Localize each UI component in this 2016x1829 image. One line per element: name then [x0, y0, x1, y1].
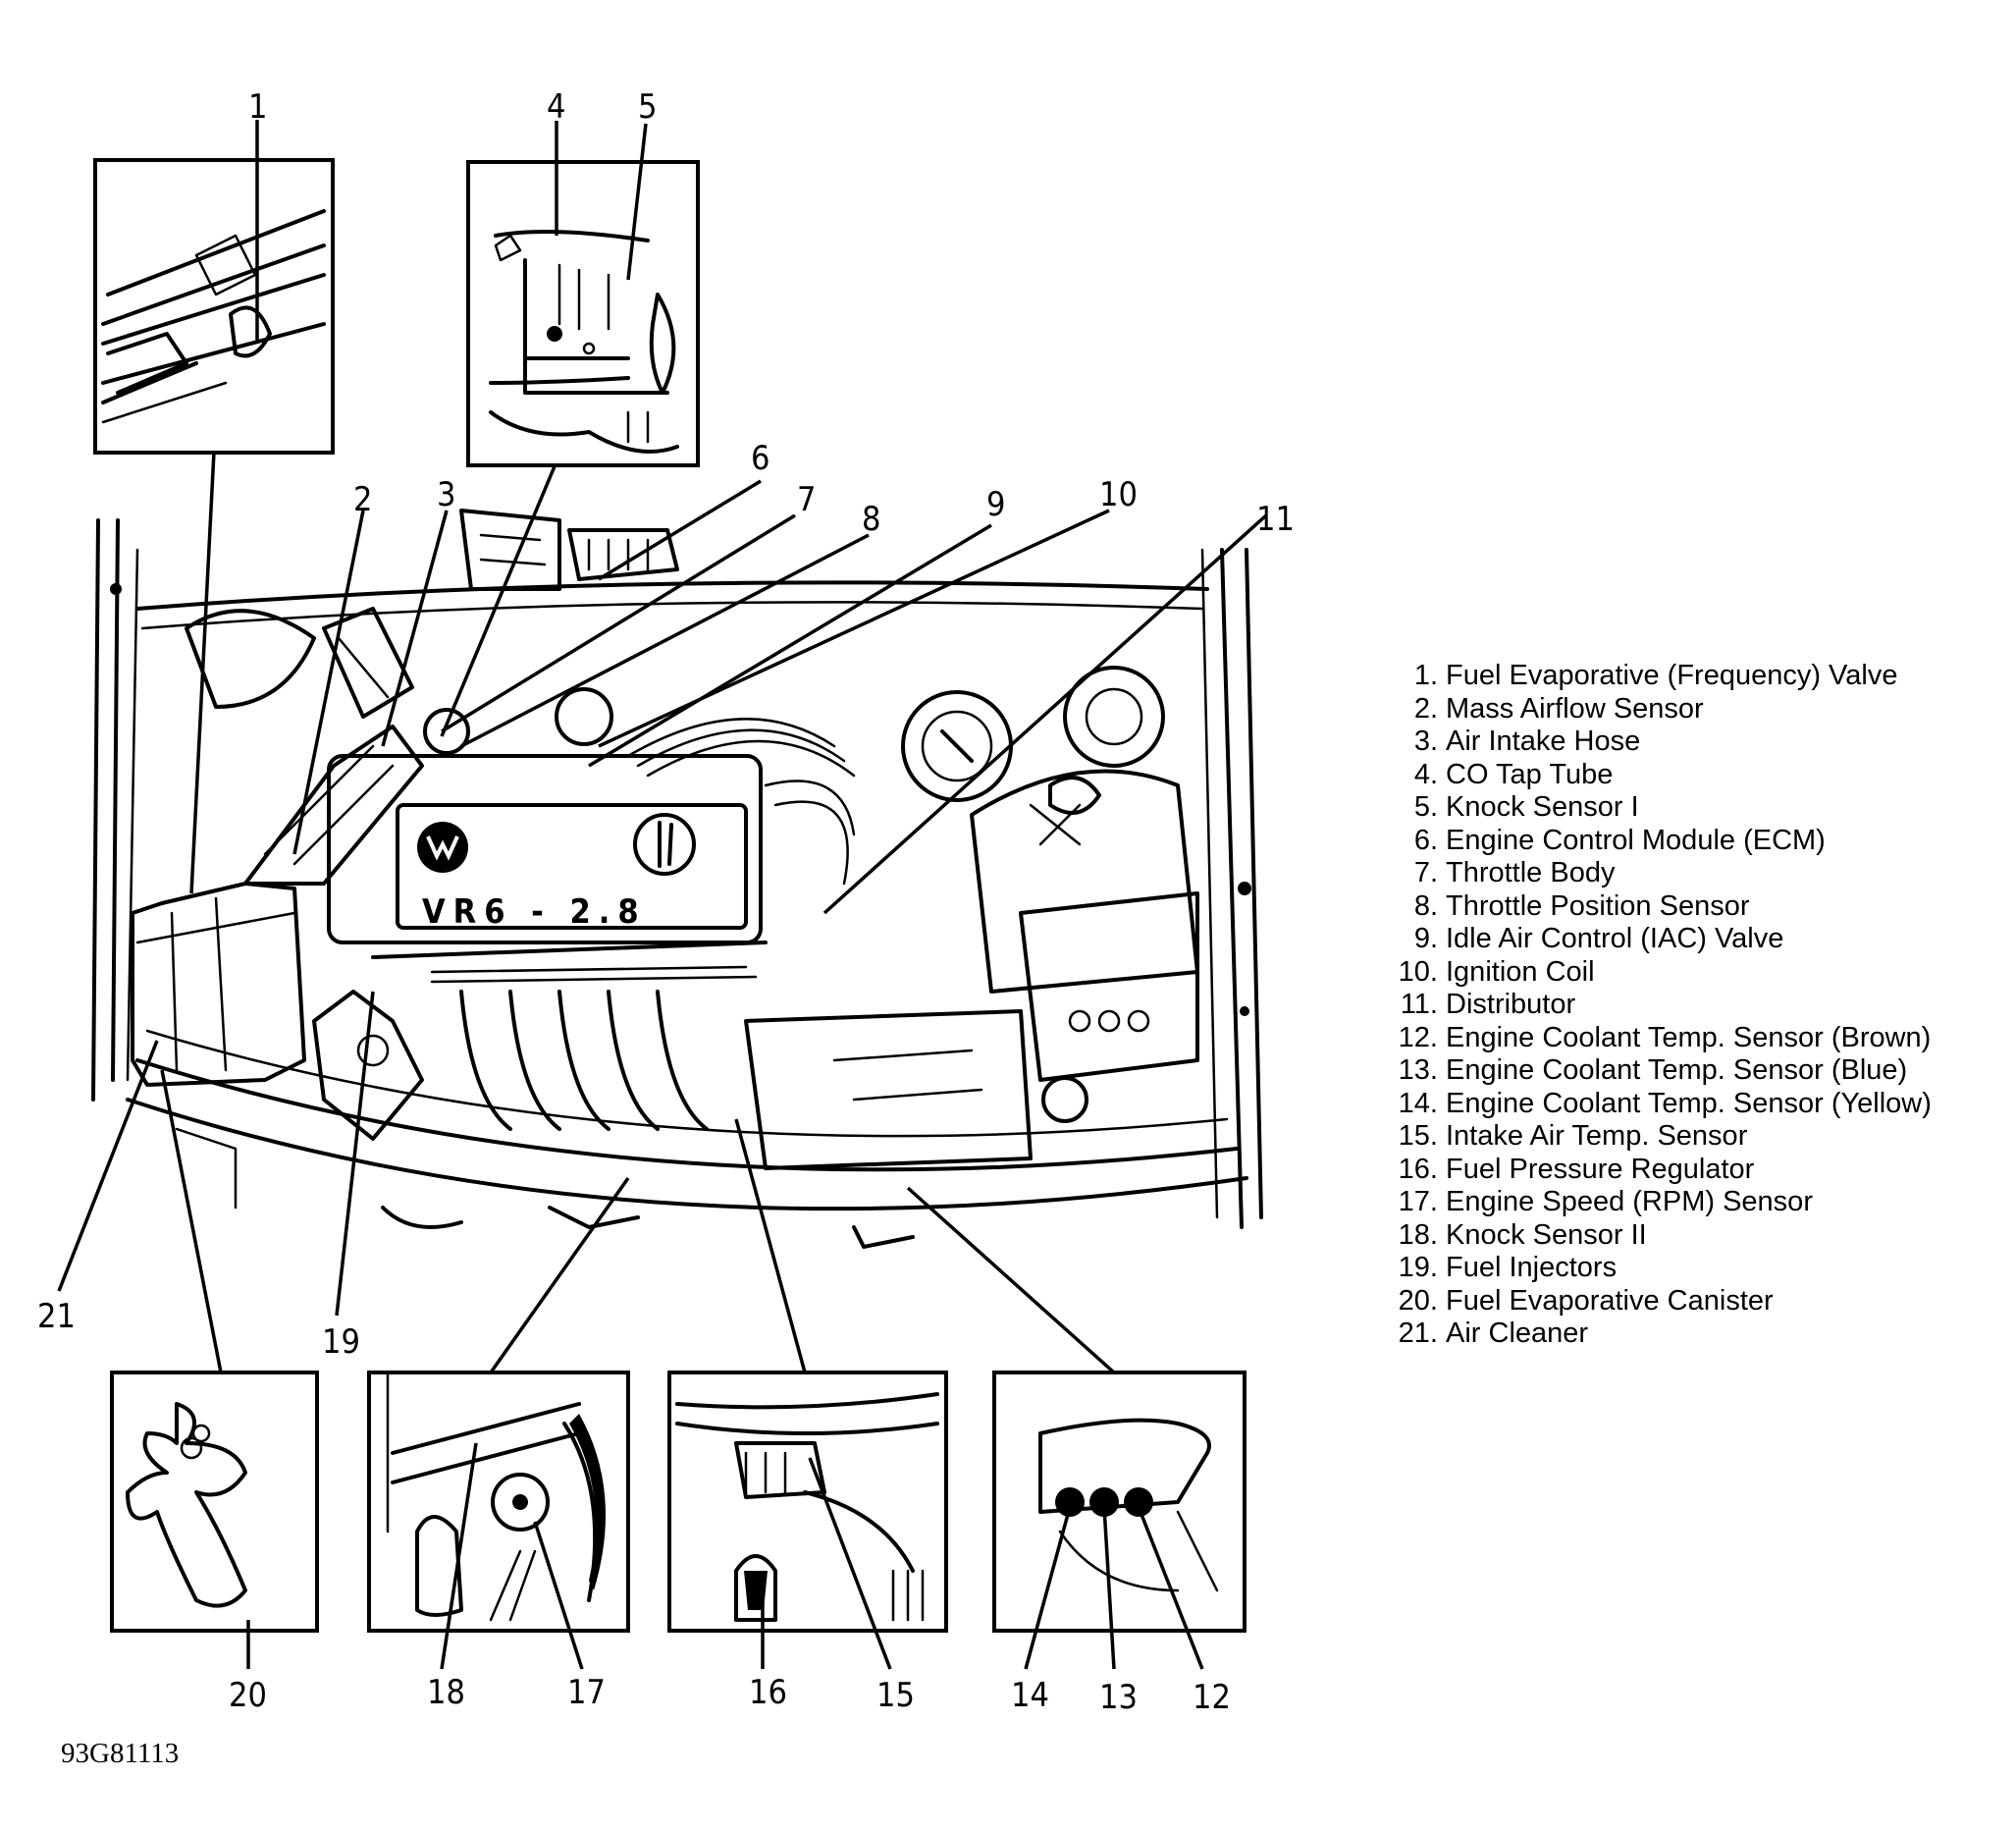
- legend-item-number: 13.: [1398, 1054, 1438, 1086]
- legend-item-label: Engine Coolant Temp. Sensor (Blue): [1446, 1054, 1908, 1086]
- legend-item-number: 9.: [1413, 923, 1438, 954]
- legend-item: 16.Fuel Pressure Regulator: [1389, 1154, 1932, 1187]
- legend-item-label: Engine Control Module (ECM): [1446, 824, 1826, 856]
- legend-item-label: Fuel Evaporative (Frequency) Valve: [1446, 660, 1898, 691]
- legend-item: 18.Knock Sensor II: [1389, 1219, 1932, 1253]
- callout-12: 12: [1193, 1678, 1231, 1717]
- legend-item: 15.Intake Air Temp. Sensor: [1389, 1120, 1932, 1154]
- callout-19: 19: [322, 1322, 360, 1362]
- legend-item-label: Engine Coolant Temp. Sensor (Brown): [1446, 1021, 1932, 1053]
- legend-item-number: 5.: [1413, 791, 1438, 823]
- callout-3: 3: [437, 475, 455, 514]
- legend-item: 6.Engine Control Module (ECM): [1389, 825, 1932, 858]
- legend-item-label: Idle Air Control (IAC) Valve: [1446, 923, 1784, 954]
- legend-item: 12.Engine Coolant Temp. Sensor (Brown): [1389, 1022, 1932, 1055]
- legend-item: 17. Engine Speed (RPM) Sensor: [1389, 1186, 1932, 1219]
- legend-item-number: 14.: [1398, 1087, 1438, 1119]
- legend-item-label: Throttle Position Sensor: [1446, 889, 1750, 922]
- callout-6: 6: [751, 439, 769, 478]
- legend-item-number: 20.: [1398, 1284, 1438, 1317]
- callout-9: 9: [986, 485, 1005, 524]
- legend-item: 8.Throttle Position Sensor: [1389, 890, 1932, 924]
- legend-item-label: CO Tap Tube: [1446, 758, 1614, 790]
- legend-item: 21. Air Cleaner: [1389, 1318, 1932, 1351]
- legend-item-number: 16.: [1398, 1153, 1438, 1185]
- engine-cover-text: VR6 - 2.8: [422, 892, 647, 932]
- legend-item: 3. Air Intake Hose: [1389, 726, 1932, 759]
- callout-5: 5: [638, 87, 657, 127]
- callout-1: 1: [248, 87, 267, 127]
- legend-item-label: Throttle Body: [1446, 857, 1616, 888]
- legend-item-label: Distributor: [1446, 989, 1576, 1020]
- legend-item-number: 3.: [1413, 726, 1438, 757]
- legend-item-label: Knock Sensor II: [1446, 1218, 1647, 1251]
- legend-item-label: Fuel Evaporative Canister: [1446, 1284, 1774, 1317]
- legend-item-label: Ignition Coil: [1446, 955, 1595, 988]
- legend-item-number: 8.: [1413, 889, 1438, 922]
- legend-item-label: Knock Sensor I: [1446, 791, 1639, 823]
- leader-lines: [57, 120, 1268, 1670]
- callout-13: 13: [1099, 1678, 1138, 1717]
- legend-item-label: Engine Speed (RPM) Sensor: [1446, 1186, 1813, 1217]
- callout-11: 11: [1256, 500, 1295, 539]
- callout-7: 7: [797, 480, 816, 519]
- legend-item: 7. Throttle Body: [1389, 857, 1932, 890]
- legend-item: 19. Fuel Injectors: [1389, 1252, 1932, 1285]
- legend-item-number: 6.: [1413, 824, 1438, 856]
- legend-item: 13.Engine Coolant Temp. Sensor (Blue): [1389, 1054, 1932, 1088]
- callout-16: 16: [749, 1673, 787, 1712]
- callout-20: 20: [229, 1676, 267, 1715]
- callout-2: 2: [353, 480, 372, 519]
- legend-item-number: 12.: [1398, 1021, 1438, 1053]
- legend-item-number: 11.: [1400, 989, 1438, 1020]
- legend-item: 1. Fuel Evaporative (Frequency) Valve: [1389, 660, 1932, 693]
- inset-fuel-evap-valve: [93, 158, 335, 455]
- callout-8: 8: [862, 500, 880, 539]
- legend-item: 4.CO Tap Tube: [1389, 759, 1932, 792]
- legend-item: 2.Mass Airflow Sensor: [1389, 693, 1932, 726]
- legend-item: 9. Idle Air Control (IAC) Valve: [1389, 923, 1932, 956]
- legend-item-number: 4.: [1413, 758, 1438, 790]
- callout-4: 4: [547, 87, 565, 127]
- callout-labels: 1 4 5 2 3 6 7 8 9 10 11 21 19 20 18 17 1…: [37, 87, 1295, 1717]
- legend-item-label: Air Cleaner: [1446, 1318, 1589, 1349]
- legend-item-label: Intake Air Temp. Sensor: [1446, 1120, 1748, 1152]
- legend-item: 5.Knock Sensor I: [1389, 791, 1932, 825]
- legend-item-number: 15.: [1398, 1120, 1438, 1152]
- legend-item: 10.Ignition Coil: [1389, 956, 1932, 990]
- legend-item-label: Fuel Pressure Regulator: [1446, 1153, 1755, 1185]
- inset-knock-rpm-sensors: [367, 1371, 630, 1633]
- callout-10: 10: [1099, 475, 1138, 514]
- callout-14: 14: [1011, 1676, 1049, 1715]
- legend-item-label: Mass Airflow Sensor: [1446, 692, 1704, 725]
- legend-item-label: Fuel Injectors: [1446, 1252, 1618, 1283]
- legend-item-number: 19.: [1398, 1252, 1438, 1283]
- legend-item-number: 17.: [1398, 1186, 1438, 1217]
- legend-item: 11. Distributor: [1389, 989, 1932, 1022]
- legend-item-number: 7.: [1413, 857, 1438, 888]
- oil-cap-icon: [633, 813, 696, 876]
- legend-item-number: 21.: [1398, 1318, 1438, 1349]
- engine-compartment-illustration: VR6 - 2.8: [91, 509, 1263, 1249]
- legend-item-label: Engine Coolant Temp. Sensor (Yellow): [1446, 1087, 1932, 1119]
- legend-item-number: 18.: [1398, 1218, 1438, 1251]
- inset-coolant-temp-sensors: [992, 1371, 1247, 1633]
- legend-item-number: 2.: [1413, 692, 1438, 725]
- legend-item: 14.Engine Coolant Temp. Sensor (Yellow): [1389, 1088, 1932, 1121]
- legend-item-number: 1.: [1413, 660, 1438, 691]
- legend-item: 20.Fuel Evaporative Canister: [1389, 1285, 1932, 1318]
- callout-17: 17: [567, 1673, 606, 1712]
- inset-fuel-evap-canister: [110, 1371, 319, 1633]
- callout-21: 21: [37, 1297, 76, 1336]
- legend-item-label: Air Intake Hose: [1446, 726, 1641, 757]
- inset-co-tap-knock-sensor: [466, 160, 700, 467]
- legend-item-number: 10.: [1398, 955, 1438, 988]
- figure-id: 93G81113: [61, 1738, 180, 1769]
- callout-15: 15: [876, 1676, 915, 1715]
- callout-18: 18: [427, 1673, 465, 1712]
- inset-fuel-pressure-iat-sensor: [667, 1371, 948, 1633]
